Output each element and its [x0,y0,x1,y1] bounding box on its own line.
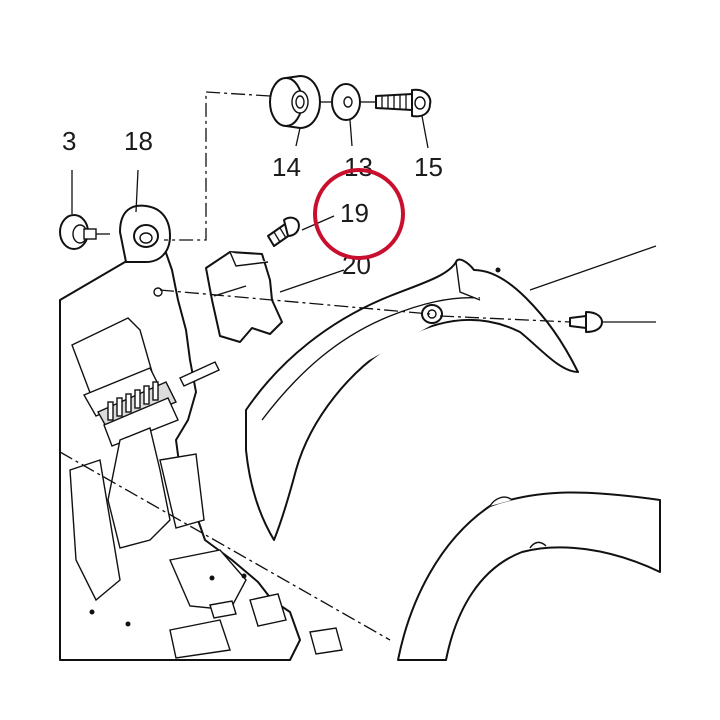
callout-15: 15 [414,152,443,182]
callout-18: 18 [124,126,153,156]
fender-screw [569,311,603,333]
wheel-tire [397,491,661,661]
callout-14: 14 [272,152,301,182]
part-14-bushing [269,75,321,129]
callout-19: 19 [340,198,369,228]
fender [245,258,579,541]
leader-lines [59,91,657,641]
rib-teeth [107,381,159,421]
highlight-ring [313,168,405,260]
part-13-washer [331,83,361,121]
part-19-screw [267,216,300,247]
callout-3: 3 [62,126,76,156]
callout-labels: 3 18 14 13 15 19 20 [62,126,443,280]
frame-bracket [59,247,343,661]
part-3-washer [59,214,97,250]
callout-13: 13 [344,152,373,182]
part-15-bolt [375,88,432,118]
part-18-mounting-lug [119,204,171,263]
